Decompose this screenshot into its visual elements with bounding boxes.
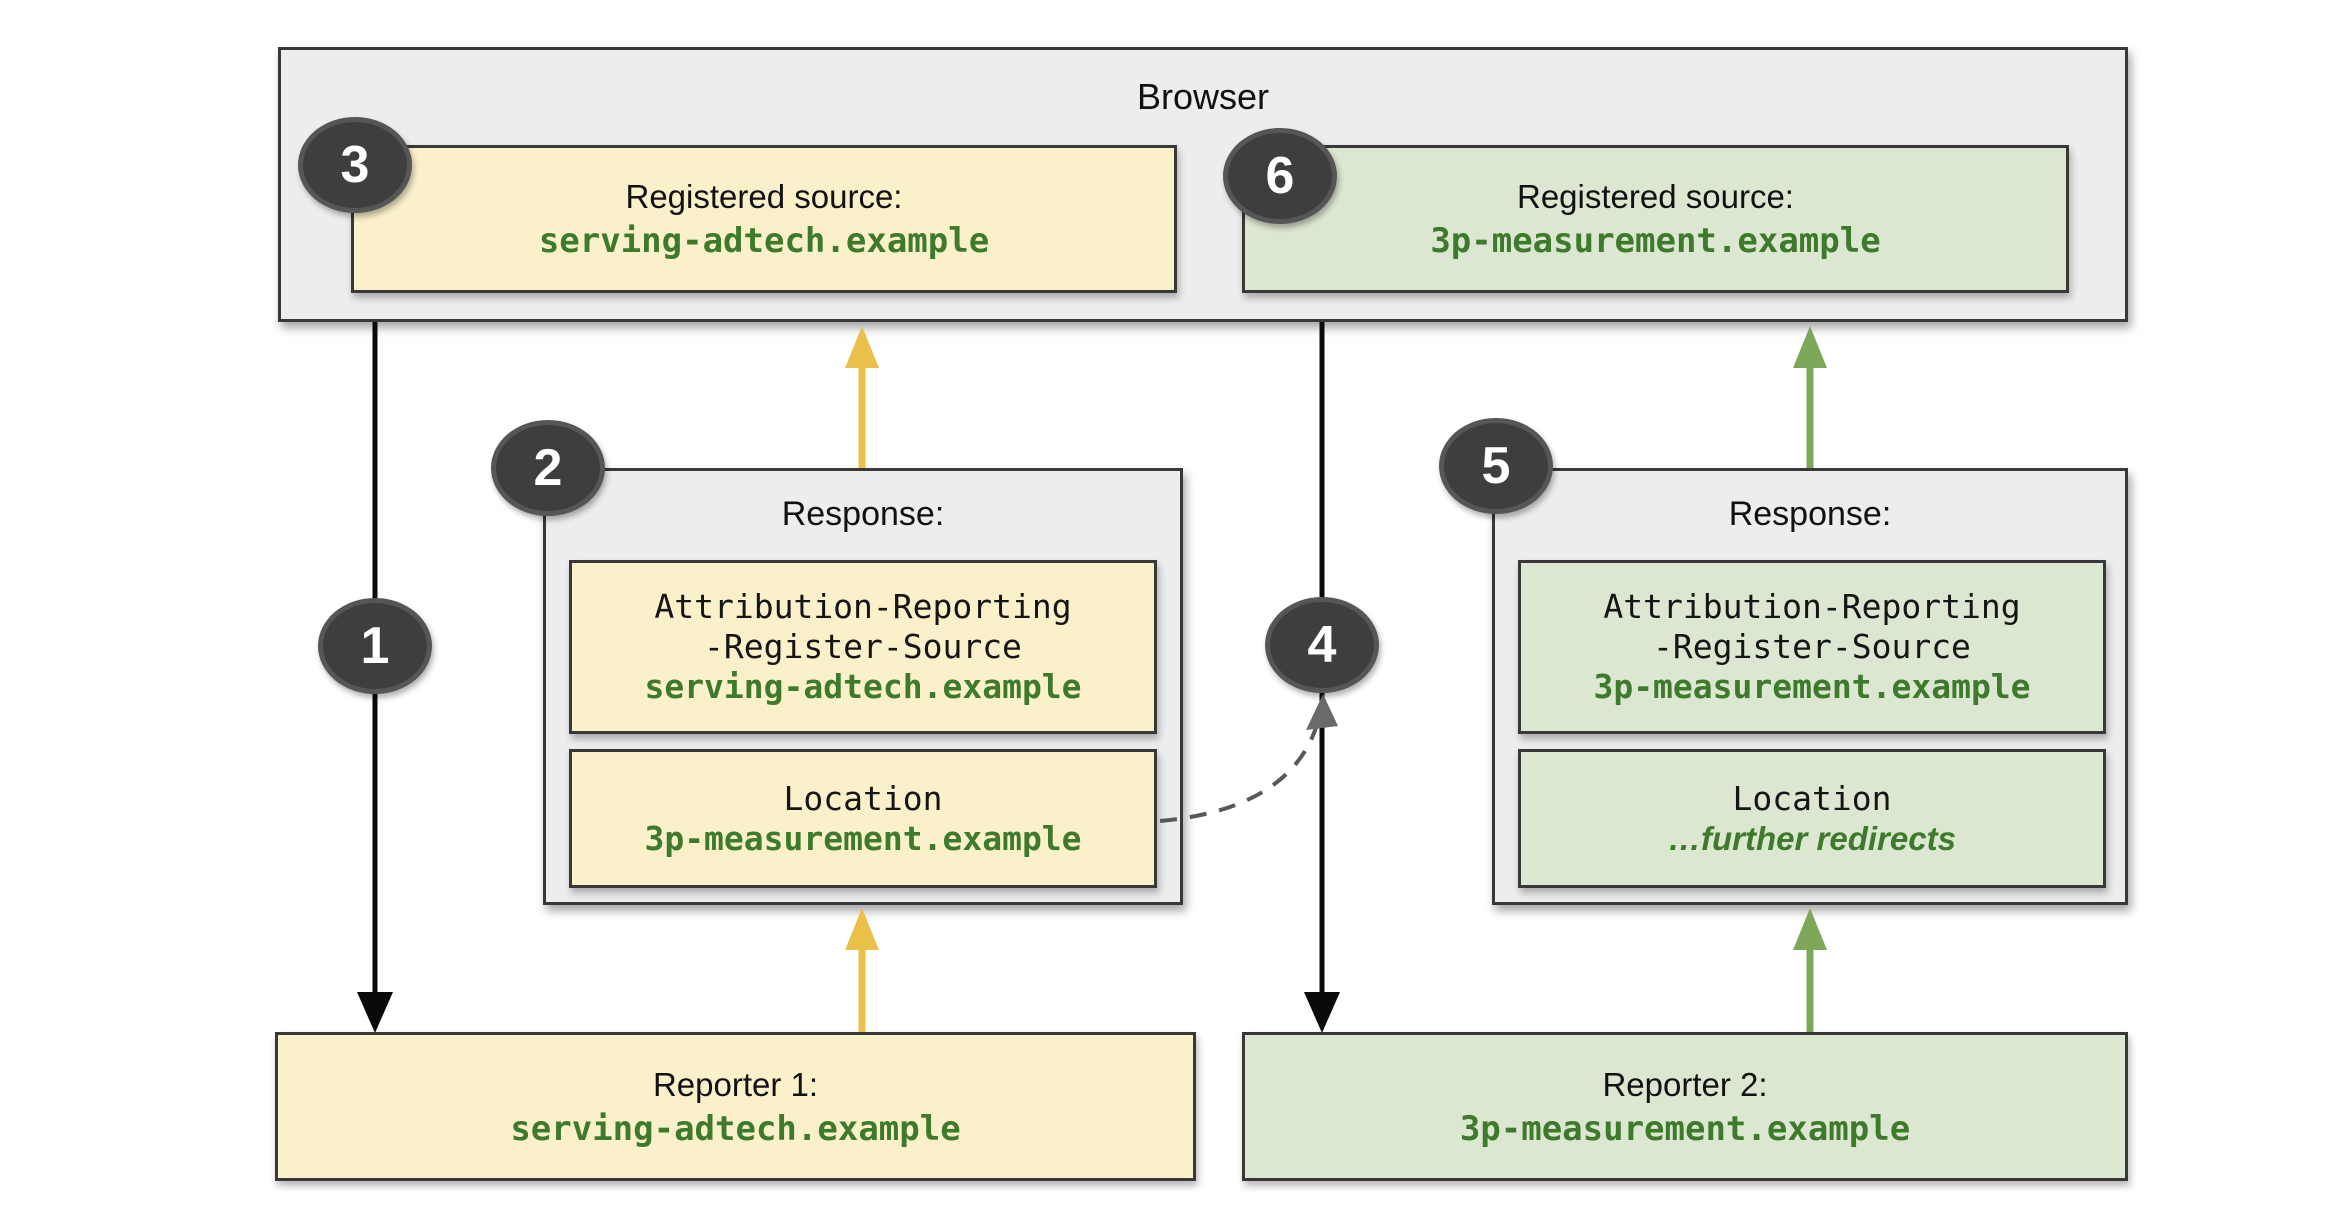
reporter-2-domain: 3p-measurement.example: [1459, 1108, 1911, 1149]
response-2-header-line2: -Register-Source: [1653, 627, 1971, 666]
step-2-badge: 2: [491, 420, 605, 516]
step-1-badge: 1: [318, 598, 432, 694]
step-5-number: 5: [1481, 437, 1511, 495]
registered-source-1-domain: serving-adtech.example: [538, 221, 990, 261]
reporter-2-label: Reporter 2:: [1602, 1065, 1768, 1103]
response-1-header-domain: serving-adtech.example: [644, 667, 1082, 706]
registered-source-1-box: Registered source: serving-adtech.exampl…: [351, 145, 1177, 293]
response-1-location-label: Location: [783, 778, 943, 818]
step-4-number: 4: [1307, 616, 1337, 674]
reporter-1-domain: serving-adtech.example: [510, 1108, 961, 1149]
browser-box: Browser Registered source: serving-adtec…: [278, 47, 2128, 322]
registered-source-2-domain: 3p-measurement.example: [1430, 221, 1881, 261]
step-5-badge: 5: [1439, 418, 1553, 514]
response-2-box: Response: Attribution-Reporting -Registe…: [1492, 468, 2128, 905]
step-4-badge: 4: [1265, 597, 1379, 693]
response-2-location-value: …further redirects: [1668, 819, 1956, 857]
step-3-badge: 3: [298, 117, 412, 213]
reporter-1-label: Reporter 1:: [652, 1065, 819, 1103]
response-2-header-domain: 3p-measurement.example: [1593, 667, 2031, 706]
green-arrow-reporter-to-response: [1793, 908, 1827, 1032]
response-1-location-value: 3p-measurement.example: [644, 818, 1082, 858]
step-2-number: 2: [533, 439, 563, 497]
response-2-title: Response:: [1728, 495, 1892, 533]
step-6-number: 6: [1265, 147, 1295, 205]
yellow-arrow-response-to-browser: [845, 326, 879, 468]
response-1-header-box: Attribution-Reporting -Register-Source s…: [569, 560, 1157, 734]
step-1-number: 1: [360, 617, 390, 675]
yellow-arrow-reporter-to-response: [845, 908, 879, 1032]
step-6-badge: 6: [1223, 128, 1337, 224]
response-2-location-label: Location: [1732, 778, 1892, 818]
step-3-number: 3: [340, 136, 370, 194]
response-1-box: Response: Attribution-Reporting -Registe…: [543, 468, 1183, 905]
response-2-header-box: Attribution-Reporting -Register-Source 3…: [1518, 560, 2106, 734]
response-2-header-line1: Attribution-Reporting: [1603, 587, 2021, 626]
browser-title: Browser: [1136, 76, 1270, 117]
registered-source-2-label: Registered source:: [1517, 178, 1794, 215]
green-arrow-response-to-browser: [1793, 326, 1827, 468]
response-1-location-box: Location 3p-measurement.example: [569, 749, 1157, 888]
reporter-1-box: Reporter 1: serving-adtech.example: [275, 1032, 1196, 1181]
response-2-location-box: Location …further redirects: [1518, 749, 2106, 888]
registered-source-2-box: Registered source: 3p-measurement.exampl…: [1242, 145, 2069, 293]
response-1-title: Response:: [781, 495, 945, 533]
response-1-header-line2: -Register-Source: [704, 627, 1022, 666]
registered-source-1-label: Registered source:: [625, 178, 903, 215]
dashed-redirect-arrow: [1159, 694, 1338, 823]
reporter-2-box: Reporter 2: 3p-measurement.example: [1242, 1032, 2128, 1181]
response-1-header-line1: Attribution-Reporting: [654, 587, 1072, 626]
